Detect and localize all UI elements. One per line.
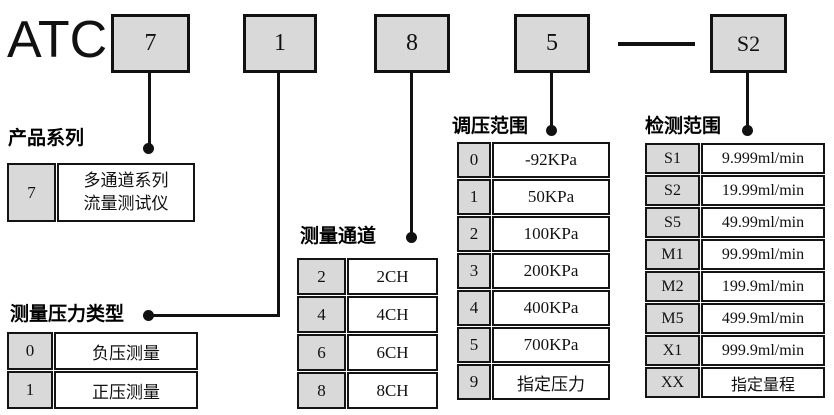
table-value-cell: 400KPa <box>492 290 610 326</box>
table-value-cell: 199.9ml/min <box>701 271 825 302</box>
table-key-cell: 1 <box>457 179 491 215</box>
connector-dot-series <box>143 143 154 154</box>
table-detection-range: S1 9.999ml/min S2 19.99ml/min S5 49.99ml… <box>645 143 825 398</box>
table-key-cell: M1 <box>645 239 700 270</box>
connector-dot-channels <box>406 232 417 243</box>
table-value-cell: 49.99ml/min <box>701 207 825 238</box>
code-box-channels: 8 <box>374 14 450 73</box>
table-key-cell: S2 <box>645 175 700 206</box>
leader-line-pressure-type-vertical <box>277 73 280 317</box>
leader-line-channels <box>410 73 413 236</box>
table-key-cell: 1 <box>7 371 53 409</box>
leader-line-series <box>148 73 151 145</box>
table-value-cell: 正压测量 <box>54 371 198 409</box>
table-key-cell: 7 <box>7 163 56 222</box>
connector-dot-pressure-type <box>143 310 154 321</box>
table-value-cell: 2CH <box>347 258 438 295</box>
table-value-cell: 4CH <box>347 296 438 333</box>
table-value-cell: 8CH <box>347 372 438 409</box>
table-key-cell: 8 <box>297 372 346 409</box>
table-key-cell: 9 <box>457 364 491 400</box>
section-label-detection-range: 检测范围 <box>645 116 722 137</box>
table-value-cell: 9.999ml/min <box>701 143 825 174</box>
table-pressure-type: 0 负压测量 1 正压测量 <box>7 332 198 409</box>
section-label-product-series: 产品系列 <box>8 128 85 149</box>
table-value-cell: 指定压力 <box>492 364 610 400</box>
table-key-cell: 0 <box>457 142 491 178</box>
table-key-cell: 6 <box>297 334 346 371</box>
table-product-series: 7 多通道系列 流量测试仪 <box>7 163 195 222</box>
table-key-cell: XX <box>645 367 700 398</box>
table-value-cell: 负压测量 <box>54 332 198 370</box>
table-pressure-range: 0 -92KPa 1 50KPa 2 100KPa 3 200KPa 4 400… <box>457 142 610 400</box>
table-value-cell: 多通道系列 流量测试仪 <box>57 163 195 222</box>
table-key-cell: 2 <box>457 216 491 252</box>
table-key-cell: 3 <box>457 253 491 289</box>
table-key-cell: 4 <box>457 290 491 326</box>
table-value-cell: 19.99ml/min <box>701 175 825 206</box>
connector-dot-detection-range <box>742 125 753 136</box>
table-key-cell: S1 <box>645 143 700 174</box>
leader-line-pressure-range <box>550 73 553 128</box>
table-value-cell: 200KPa <box>492 253 610 289</box>
table-value-cell: -92KPa <box>492 142 610 178</box>
code-box-series: 7 <box>111 14 190 73</box>
section-label-pressure-type: 测量压力类型 <box>10 304 125 325</box>
table-value-cell: 700KPa <box>492 327 610 363</box>
code-box-pressure-range: 5 <box>514 14 590 73</box>
leader-line-pressure-type-horizontal <box>149 314 280 317</box>
table-value-cell: 100KPa <box>492 216 610 252</box>
table-key-cell: S5 <box>645 207 700 238</box>
table-channels: 2 2CH 4 4CH 6 6CH 8 8CH <box>297 258 438 409</box>
table-key-cell: M5 <box>645 303 700 334</box>
table-key-cell: 4 <box>297 296 346 333</box>
section-label-channels: 测量通道 <box>300 226 377 247</box>
table-value-cell: 499.9ml/min <box>701 303 825 334</box>
table-value-cell: 50KPa <box>492 179 610 215</box>
code-box-pressure-type: 1 <box>243 14 317 73</box>
table-value-cell: 99.99ml/min <box>701 239 825 270</box>
table-key-cell: 2 <box>297 258 346 295</box>
model-prefix: ATC <box>7 11 108 69</box>
leader-line-detection-range <box>746 73 749 128</box>
connector-dot-pressure-range <box>546 125 557 136</box>
table-key-cell: 5 <box>457 327 491 363</box>
table-value-cell: 指定量程 <box>701 367 825 398</box>
code-separator-dash <box>618 42 695 46</box>
code-box-detection-range: S2 <box>710 14 787 73</box>
section-label-pressure-range: 调压范围 <box>452 116 529 137</box>
table-key-cell: 0 <box>7 332 53 370</box>
table-key-cell: M2 <box>645 271 700 302</box>
table-key-cell: X1 <box>645 335 700 366</box>
table-value-cell: 999.9ml/min <box>701 335 825 366</box>
table-value-cell: 6CH <box>347 334 438 371</box>
